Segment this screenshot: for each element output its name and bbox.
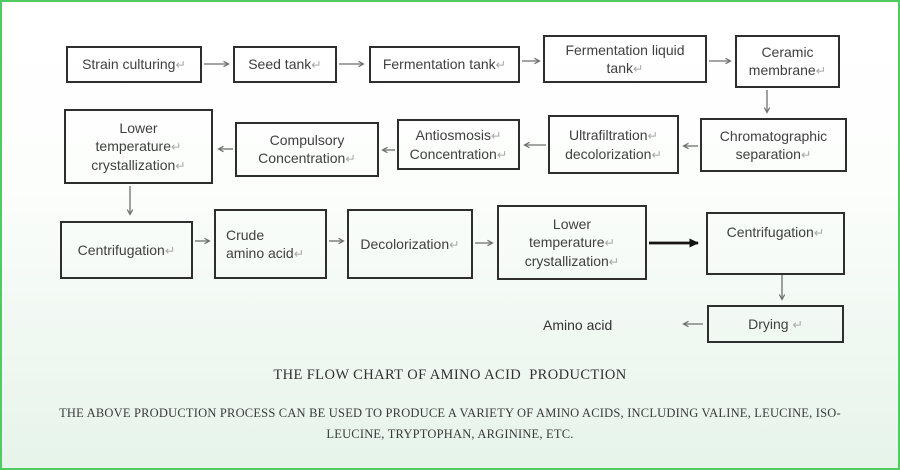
node-label: amino acid [226,244,294,261]
node-line: temperature↵ [529,233,615,252]
node-label: Antiosmosis [415,126,491,143]
node-label: temperature [529,233,605,250]
node-drying: Drying ↵ [707,305,844,343]
node-line: Ultrafiltration↵ [569,126,658,145]
node-label: Strain culturing [82,56,176,72]
node-strain-culturing: Strain culturing↵ [66,46,202,83]
node-line: membrane↵ [749,61,826,80]
node-centrifugation-2: Centrifugation↵ [706,212,845,275]
return-mark-icon: ↵ [171,139,182,154]
return-mark-icon: ↵ [345,152,356,166]
amino-acid-label: Amino acid [543,317,613,333]
return-mark-icon: ↵ [632,61,644,76]
chart-title: THE FLOW CHART OF AMINO ACID PRODUCTION [273,367,627,383]
node-label: crystallization [524,252,609,269]
node-line: Fermentation tank↵ [383,55,506,74]
node-seed-tank: Seed tank↵ [233,46,337,83]
node-line: Chromatographic [720,127,827,145]
node-line: crystallization↵ [91,156,186,175]
node-line: Concentration↵ [258,149,356,168]
node-compulsory-concentration: Compulsory Concentration↵ [235,122,379,177]
node-label: Chromatographic [719,127,828,144]
return-mark-icon: ↵ [792,317,803,332]
node-label: tank [606,59,633,76]
node-line: Decolorization↵ [360,235,459,254]
return-mark-icon: ↵ [647,128,659,143]
node-line: Compulsory [270,131,345,149]
node-label: Drying [748,315,793,332]
node-label: Ceramic [761,44,814,60]
node-lower-temperature-crystallization-1: Lower temperature↵ crystallization↵ [64,109,213,184]
node-label: Fermentation tank [382,56,496,72]
return-mark-icon: ↵ [449,237,460,252]
node-label: Centrifugation [77,241,165,258]
node-fermentation-liquid-tank: Fermentation liquid tank↵ [543,35,707,83]
caption-line-2: LEUCINE, TRYPTOPHAN, ARGININE, ETC. [326,427,574,441]
node-line: temperature↵ [96,137,182,156]
node-label: separation [735,145,801,162]
chart-caption: THE ABOVE PRODUCTION PROCESS CAN BE USED… [2,403,898,445]
node-label: Compulsory [269,132,345,148]
node-line: Lower [119,119,157,137]
node-line: decolorization↵ [565,145,662,164]
node-label: Centrifugation [726,224,814,240]
return-mark-icon: ↵ [800,147,812,162]
caption-line-1: THE ABOVE PRODUCTION PROCESS CAN BE USED… [59,406,841,420]
return-mark-icon: ↵ [164,243,176,258]
node-line: Antiosmosis↵ [416,126,502,145]
node-decolorization: Decolorization↵ [347,209,473,279]
node-label: crystallization [91,156,176,173]
node-line: Drying ↵ [748,315,803,334]
node-label: Seed tank [248,56,312,72]
node-line: Fermentation liquid [565,41,684,59]
node-label: Lower [552,215,592,232]
return-mark-icon: ↵ [608,254,620,269]
node-ceramic-membrane: Ceramic membrane↵ [735,35,840,88]
return-mark-icon: ↵ [651,147,662,162]
return-mark-icon: ↵ [496,147,508,162]
node-line: Lower [553,215,591,233]
node-label: Ultrafiltration [568,126,648,143]
node-line: Strain culturing↵ [82,55,186,74]
node-chromatographic-separation: Chromatographic separation↵ [700,118,847,172]
return-mark-icon: ↵ [495,58,507,72]
node-line: separation↵ [736,145,812,164]
node-label: Concentration [258,150,346,166]
node-crude-amino-acid: Crude amino acid↵ [214,209,327,279]
node-label: membrane [748,62,816,78]
return-mark-icon: ↵ [311,58,322,72]
node-centrifugation-1: Centrifugation↵ [60,221,193,279]
return-mark-icon: ↵ [175,158,186,173]
node-line: crystallization↵ [525,252,620,271]
node-line: Concentration↵ [410,145,508,164]
node-label: temperature [95,137,171,154]
node-label: Decolorization [360,235,450,252]
node-line: Centrifugation↵ [78,241,176,260]
node-line: Ceramic [761,43,813,61]
node-label: Concentration [409,145,497,162]
node-fermentation-tank: Fermentation tank↵ [369,46,520,83]
node-line: Seed tank↵ [248,55,322,74]
node-lower-temperature-crystallization-2: Lower temperature↵ crystallization↵ [497,205,647,280]
node-label: Fermentation liquid [565,41,685,58]
node-antiosmosis-concentration: Antiosmosis↵ Concentration↵ [397,119,520,170]
return-mark-icon: ↵ [175,58,186,72]
node-label: Lower [119,119,158,136]
node-line: Crude [226,226,264,244]
node-line: Centrifugation↵ [727,223,825,242]
return-mark-icon: ↵ [604,235,615,250]
return-mark-icon: ↵ [490,128,502,143]
node-line: tank↵ [607,59,644,78]
node-line: amino acid↵ [226,244,304,263]
node-label: Crude [226,226,265,243]
return-mark-icon: ↵ [293,246,305,261]
return-mark-icon: ↵ [815,64,827,78]
node-ultrafiltration-decolorization: Ultrafiltration↵ decolorization↵ [548,115,679,174]
return-mark-icon: ↵ [813,226,825,240]
node-label: decolorization [565,145,652,162]
